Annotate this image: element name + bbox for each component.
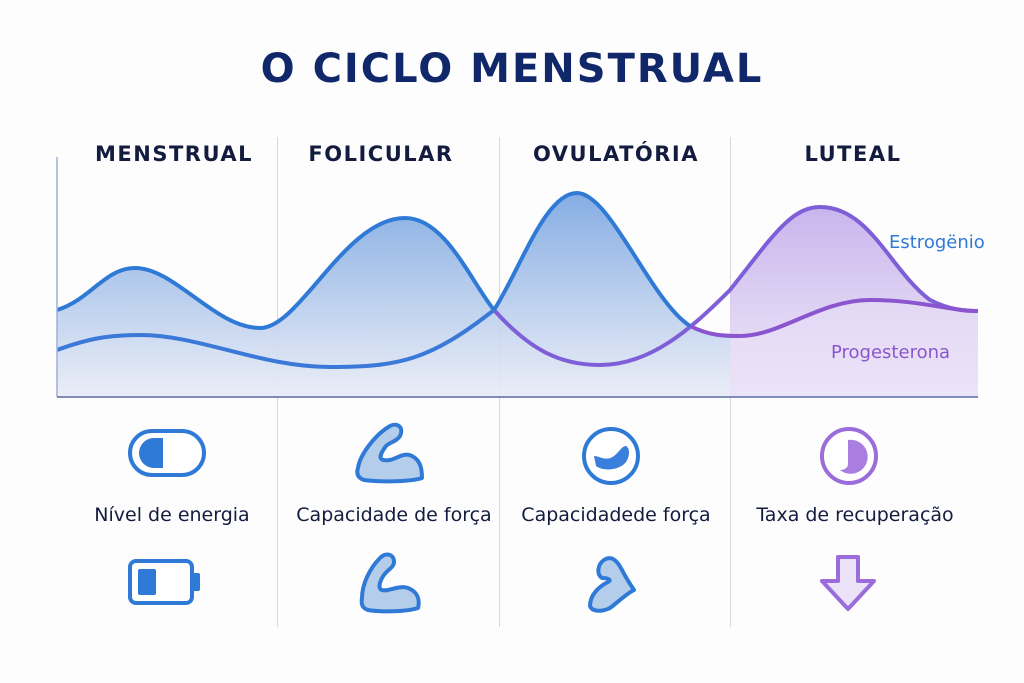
metric-label-energia: Nível de energia — [94, 504, 250, 526]
battery-low-icon — [128, 559, 200, 605]
phase-label-menstrual: MENSTRUAL — [95, 142, 253, 166]
legend-estrogen: Estrogënio — [889, 232, 985, 253]
metric-label-recuperacao: Taxa de recuperação — [756, 504, 954, 526]
estrogen-area — [57, 193, 730, 397]
hormone-chart — [56, 157, 979, 398]
progesterone-luteal-line — [689, 297, 979, 339]
phase-label-folicular: FOLICULAR — [308, 142, 454, 166]
partial-clock-circle-icon — [820, 427, 878, 485]
progesterone-line — [492, 204, 979, 368]
legend-progesterone: Progesterona — [831, 342, 951, 363]
flexed-arm-icon — [355, 422, 424, 484]
flexed-arm-small-icon — [588, 556, 636, 613]
phase-label-luteal: LUTEAL — [804, 142, 902, 166]
estrogen-line-2 — [56, 308, 496, 370]
flexed-arm-icon — [359, 552, 421, 614]
metric-label-forca-folicular: Capacidade de força — [296, 504, 492, 526]
metric-label-forca-ovulatoria: Capacidadede força — [521, 504, 711, 526]
battery-toggle-half-icon — [128, 429, 206, 477]
phase-label-ovulatoria: OVULATÓRIA — [532, 142, 699, 166]
estrogen-ovulatory-peak — [492, 190, 692, 328]
estrogen-line — [56, 215, 496, 331]
page-title: O CICLO MENSTRUAL — [260, 46, 764, 92]
arrow-down-icon — [820, 555, 876, 611]
circle-swoosh-icon — [582, 427, 640, 485]
